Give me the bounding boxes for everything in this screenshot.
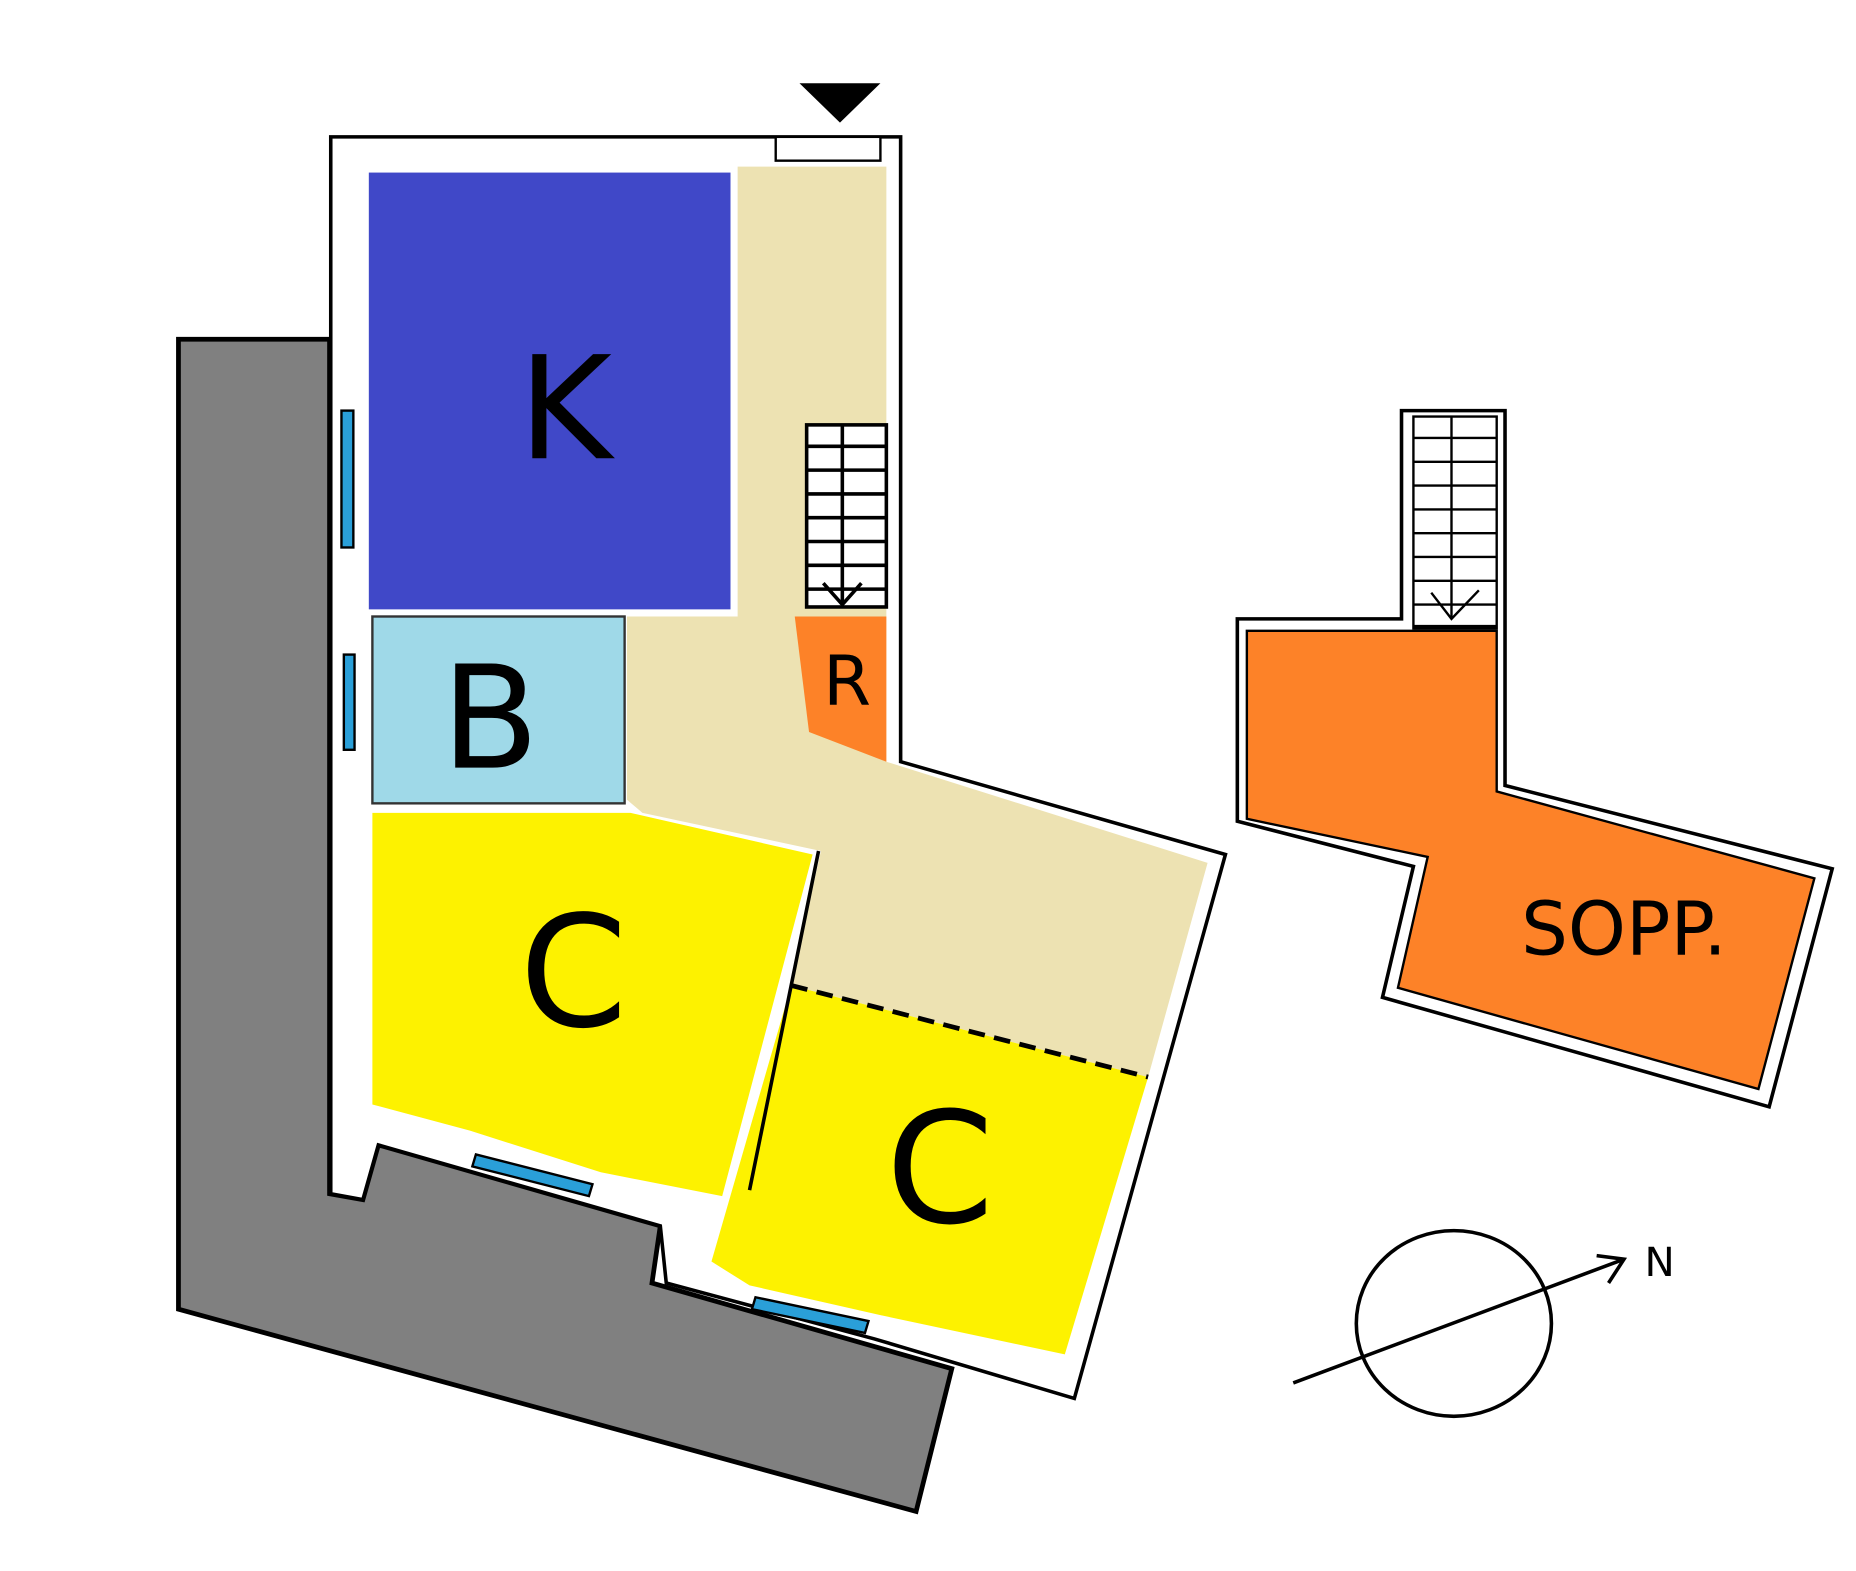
compass-north-label: N (1645, 1238, 1675, 1286)
windows (340, 409, 871, 1335)
dashed-divider (790, 983, 1149, 1080)
label-bedroom-2: C (886, 1079, 994, 1259)
mezzanine-staircase (1412, 415, 1498, 630)
entrance-door (774, 135, 882, 162)
label-kitchen: K (518, 325, 615, 492)
room-bedroom-2 (711, 985, 1149, 1355)
label-storage: R (823, 642, 871, 722)
room-bathroom (371, 615, 626, 805)
room-bedroom-1 (372, 812, 813, 1197)
wall (747, 850, 821, 1191)
room-kitchen (368, 172, 731, 610)
room-mezzanine (1245, 629, 1816, 1091)
entrance-marker-icon (799, 83, 881, 123)
label-bedroom-1: C (519, 883, 627, 1063)
room-storage (794, 616, 887, 762)
corridor (626, 166, 1208, 1078)
staircase (804, 423, 889, 609)
label-mezzanine: SOPP. (1521, 887, 1727, 972)
compass-icon (1292, 1228, 1628, 1419)
label-bathroom: B (441, 635, 539, 802)
